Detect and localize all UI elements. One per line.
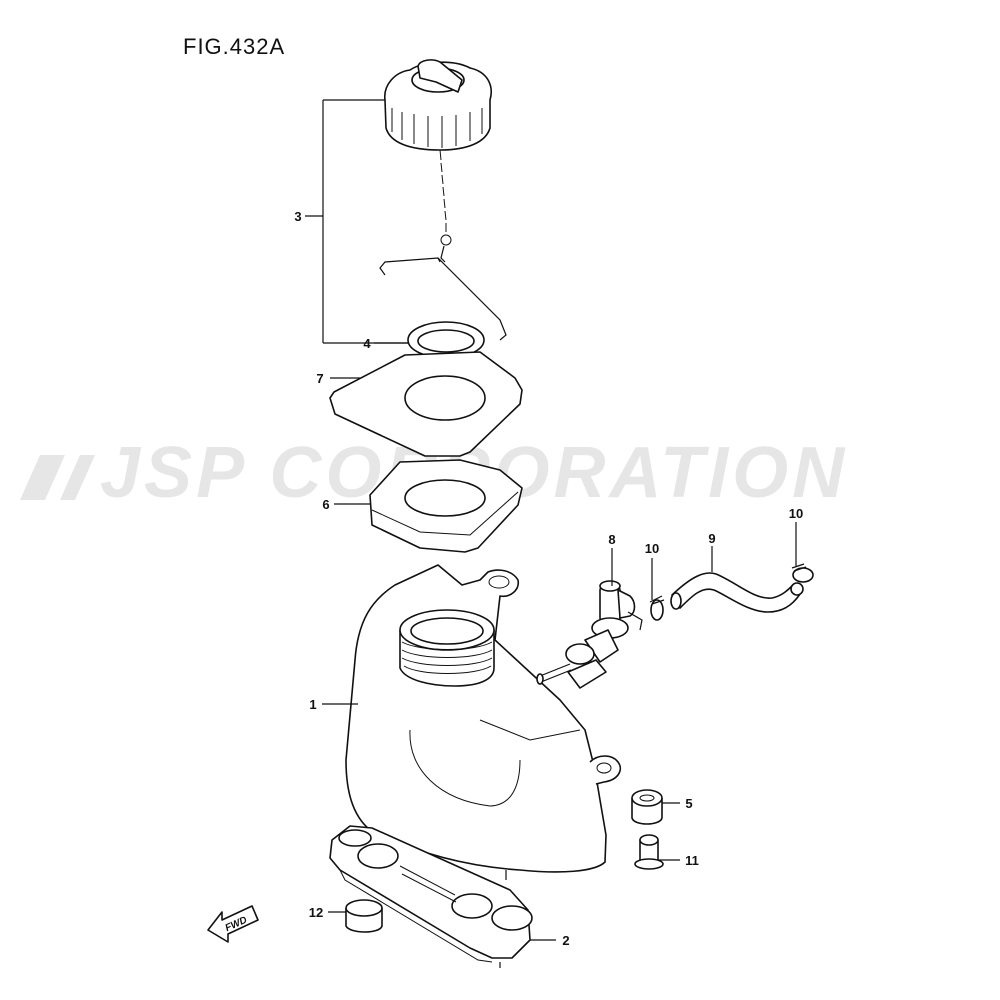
callout-8: 8	[608, 532, 615, 547]
callout-5: 5	[685, 796, 692, 811]
figure-title: FIG.432A	[183, 34, 286, 59]
fuel-cap	[384, 59, 492, 151]
callout-2: 2	[562, 933, 569, 948]
leader-lines	[305, 99, 797, 941]
callout-4: 4	[363, 336, 371, 351]
hose-clip-right	[791, 563, 814, 583]
watermark-logo	[20, 455, 95, 500]
callout-10-left: 10	[645, 541, 659, 556]
cap-tether	[379, 149, 507, 341]
callout-numbers: 3 4 7 6 1 8 10 9 10 5 11 2 12	[294, 209, 803, 948]
callout-9: 9	[708, 531, 715, 546]
grommet	[631, 789, 663, 825]
collar	[634, 834, 664, 870]
hose-clip-left	[649, 595, 665, 621]
mounting-bracket	[329, 825, 533, 968]
fwd-arrow-icon: FWD	[207, 905, 259, 943]
fuel-hose	[670, 572, 804, 613]
o-ring	[407, 321, 485, 359]
callout-10-right: 10	[789, 506, 803, 521]
cushion-seal	[369, 459, 523, 553]
callout-12: 12	[309, 905, 323, 920]
callout-1: 1	[309, 697, 316, 712]
spacer	[345, 899, 383, 933]
callout-3: 3	[294, 209, 301, 224]
callout-11: 11	[685, 853, 699, 868]
callout-7: 7	[316, 371, 323, 386]
fuel-valve	[536, 580, 643, 689]
fuel-tank	[345, 564, 622, 873]
callout-6: 6	[322, 497, 329, 512]
gasket-plate	[329, 351, 523, 457]
